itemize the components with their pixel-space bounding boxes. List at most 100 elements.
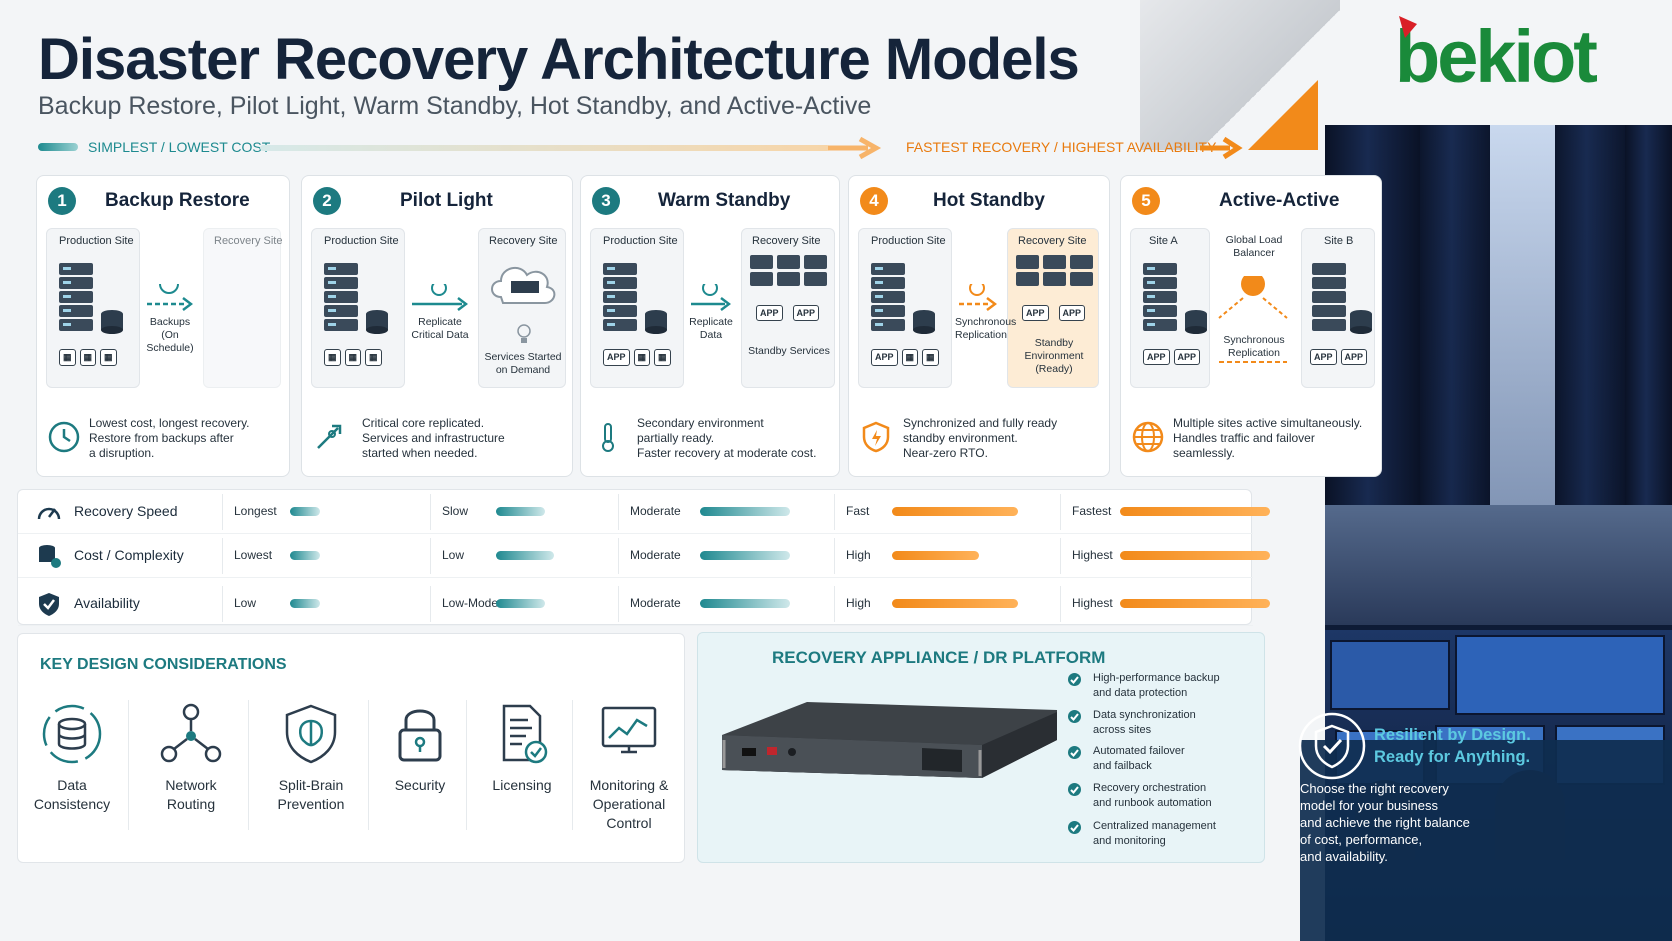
feature-item: Recovery orchestration and runbook autom… [1068,781,1212,811]
arrow-right-icon [828,136,882,160]
app-badge: APP [1310,349,1337,365]
scale-left-bar [38,143,78,151]
model-number: 4 [860,187,888,215]
app-badge: APP [1340,349,1368,365]
metric-value: High [846,596,871,610]
server-row-icon [750,255,830,296]
metric-label: Recovery Speed [74,503,178,519]
server-rack-icon [603,263,637,333]
metric-value: Slow [442,504,469,518]
metric-bar [290,599,320,608]
left-site-label: Production Site [871,235,946,247]
speedometer-icon [36,499,62,525]
column-divider [1060,586,1061,622]
thermometer-icon [591,420,625,459]
right-site-label: Recovery Site [214,235,283,247]
app-badge: APP [792,305,820,321]
connector-label-2: Synchronous Replication [1223,334,1285,359]
left-site-label: Production Site [324,235,399,247]
resilient-body: Choose the right recovery model for your… [1300,781,1470,864]
cloud-icon [491,266,556,304]
connector-label: Replicate Data [689,316,733,341]
feature-text: Automated failover and failback [1093,745,1185,772]
server-rack-icon [871,263,905,333]
metric-value: Longest [234,504,277,518]
app-badge: APP [1143,349,1170,365]
metric-value: Moderate [630,596,681,610]
app-badges: ▦▦▦ [59,349,117,366]
key-design-label: Network Routing [165,777,217,812]
column-divider [430,494,431,530]
app-badge: ▦ [365,349,382,366]
database-icon [364,309,390,340]
appliance-device-image [722,702,1057,778]
item-divider [248,700,249,830]
license-document-icon [470,702,574,766]
app-badges: ▦▦▦ [324,349,382,366]
appliance-title: RECOVERY APPLIANCE / DR PLATFORM [772,648,1106,667]
check-icon [1068,710,1081,723]
metric-bar [1120,599,1270,608]
model-title: Warm Standby [658,190,791,211]
left-site-box: Production Site ▦▦▦ [46,228,140,388]
key-design-item: Data Consistency [22,690,122,850]
app-badge: ▦ [654,349,671,366]
metric-row: Cost / Complexity Lowest Low Moderate Hi… [18,534,1270,578]
server-row-icon [1312,263,1348,340]
left-site-box: Production Site APP▦▦ [590,228,684,388]
page-subtitle: Backup Restore, Pilot Light, Warm Standb… [38,92,872,120]
resilient-title: Resilient by Design. Ready for Anything. [1374,726,1531,766]
metric-bar [290,507,320,516]
check-icon [1068,821,1081,834]
database-icon [99,309,125,340]
key-design-item: Monitoring & Operational Control [576,690,682,850]
app-badge: APP [1173,349,1201,365]
left-site-label: Production Site [59,235,134,247]
item-divider [572,700,573,830]
check-icon [1068,673,1081,686]
clock-icon [47,420,81,459]
metric-bar [496,551,554,560]
replication-arrow-icon [959,284,997,311]
app-badge: ▦ [633,349,651,366]
model-card-3: 3 Warm Standby Production Site APP▦▦ Rec… [580,175,840,477]
column-divider [834,538,835,574]
key-design-label: Security [394,777,446,793]
key-design-item: Network Routing [132,690,250,850]
database-sync-icon [22,702,122,766]
model-number: 3 [592,187,620,215]
feature-text: Data synchronization across sites [1093,709,1196,736]
app-badge: ▦ [344,349,362,366]
model-description: Secondary environment partially ready. F… [637,416,817,460]
server-row-icon [1016,255,1096,296]
key-design-item: Split-Brain Prevention [252,690,370,850]
left-site-box: Production Site ▦▦▦ [311,228,405,388]
arrow-right-icon [1200,136,1243,160]
metric-bar [1120,551,1270,560]
model-title: Backup Restore [105,190,250,211]
key-design-item: Licensing [470,690,574,850]
column-divider [430,586,431,622]
app-badge: ▦ [324,349,341,366]
metric-value: High [846,548,871,562]
column-divider [618,538,619,574]
connector-label: Backups (On Schedule) [146,316,194,354]
model-title: Active-Active [1219,190,1340,211]
feature-item: Centralized management and monitoring [1068,819,1216,849]
database-icon [911,309,937,340]
metric-bar [892,507,1018,516]
column-divider [222,538,223,574]
feature-text: Centralized management and monitoring [1093,820,1216,847]
feature-item: Automated failover and failback [1068,744,1185,774]
model-description: Multiple sites active simultaneously. Ha… [1173,416,1363,460]
column-divider [222,494,223,530]
right-site-label: Site B [1324,235,1354,247]
metric-bar [1120,507,1270,516]
metric-value: Highest [1072,596,1113,610]
metric-bar [290,551,320,560]
column-divider [834,494,835,530]
app-badge: ▦ [59,349,76,366]
database-icon [643,309,669,340]
